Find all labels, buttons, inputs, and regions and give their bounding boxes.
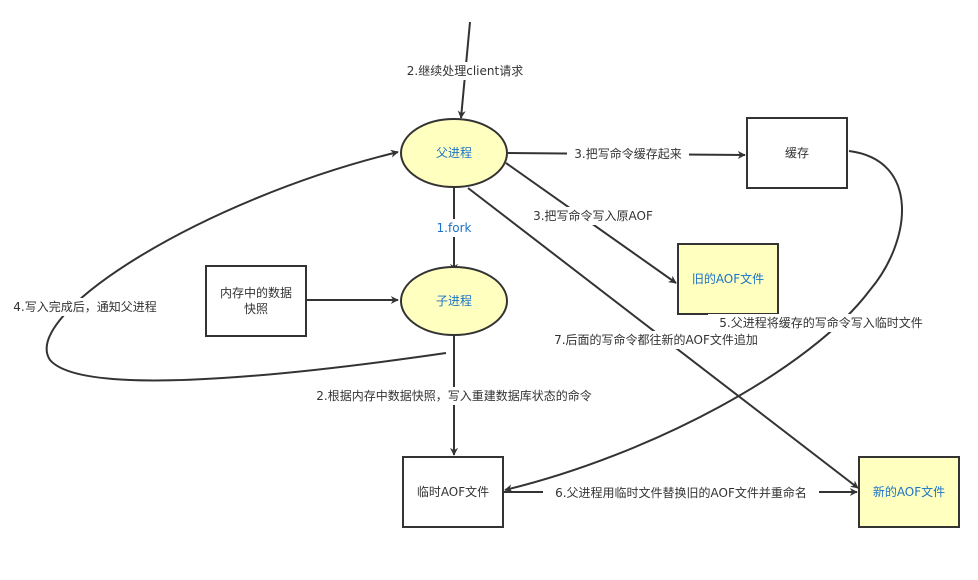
label-group-client-requests: 2.继续处理client请求	[402, 62, 528, 80]
snapshot-label-line2: 快照	[244, 302, 268, 316]
label-group-replace-rename: 6.父进程用临时文件替换旧的AOF文件并重命名	[543, 484, 819, 502]
cache-label: 缓存	[785, 146, 809, 160]
label-group-fork: 1.fork	[432, 219, 476, 237]
child-process-label: 子进程	[436, 293, 472, 308]
edge-label-flush-cache: 5.父进程将缓存的写命令写入临时文件	[719, 315, 922, 330]
temp-aof-label: 临时AOF文件	[417, 484, 489, 499]
edge-label-replace-rename: 6.父进程用临时文件替换旧的AOF文件并重命名	[555, 485, 807, 500]
label-group-cache-write-cmds: 3.把写命令缓存起来	[567, 145, 689, 163]
node-parent-process: 父进程	[400, 118, 508, 188]
label-group-rebuild-cmds: 2.根据内存中数据快照，写入重建数据库状态的命令	[302, 387, 606, 405]
edge-label-client-requests: 2.继续处理client请求	[407, 64, 523, 78]
node-memory-snapshot: 内存中的数据 快照	[205, 265, 307, 337]
edge-label-rebuild-cmds: 2.根据内存中数据快照，写入重建数据库状态的命令	[316, 388, 591, 403]
node-temp-aof: 临时AOF文件	[402, 456, 504, 528]
node-cache: 缓存	[746, 117, 848, 189]
edge-notify-parent	[45, 149, 447, 382]
node-new-aof: 新的AOF文件	[858, 456, 960, 528]
old-aof-label: 旧的AOF文件	[692, 271, 764, 286]
label-group-write-orig-aof: 3.把写命令写入原AOF	[526, 207, 660, 225]
parent-process-label: 父进程	[436, 145, 472, 160]
edge-label-cache-write-cmds: 3.把写命令缓存起来	[574, 146, 681, 161]
label-group-append-new-aof: 7.后面的写命令都往新的AOF文件追加	[543, 331, 769, 349]
edge-label-append-new-aof: 7.后面的写命令都往新的AOF文件追加	[554, 332, 758, 347]
label-group-notify-parent: 4.写入完成后，通知父进程	[4, 298, 166, 316]
edge-cache-to-temp-aof	[504, 150, 904, 493]
edge-label-write-orig-aof: 3.把写命令写入原AOF	[533, 208, 653, 223]
edge-label-notify-parent: 4.写入完成后，通知父进程	[13, 299, 156, 314]
node-old-aof: 旧的AOF文件	[677, 243, 779, 315]
snapshot-label-line1: 内存中的数据	[220, 285, 292, 300]
new-aof-label: 新的AOF文件	[873, 484, 945, 499]
node-child-process: 子进程	[400, 266, 508, 336]
edge-label-fork: 1.fork	[437, 221, 472, 235]
label-group-flush-cache: 5.父进程将缓存的写命令写入临时文件	[708, 314, 934, 332]
